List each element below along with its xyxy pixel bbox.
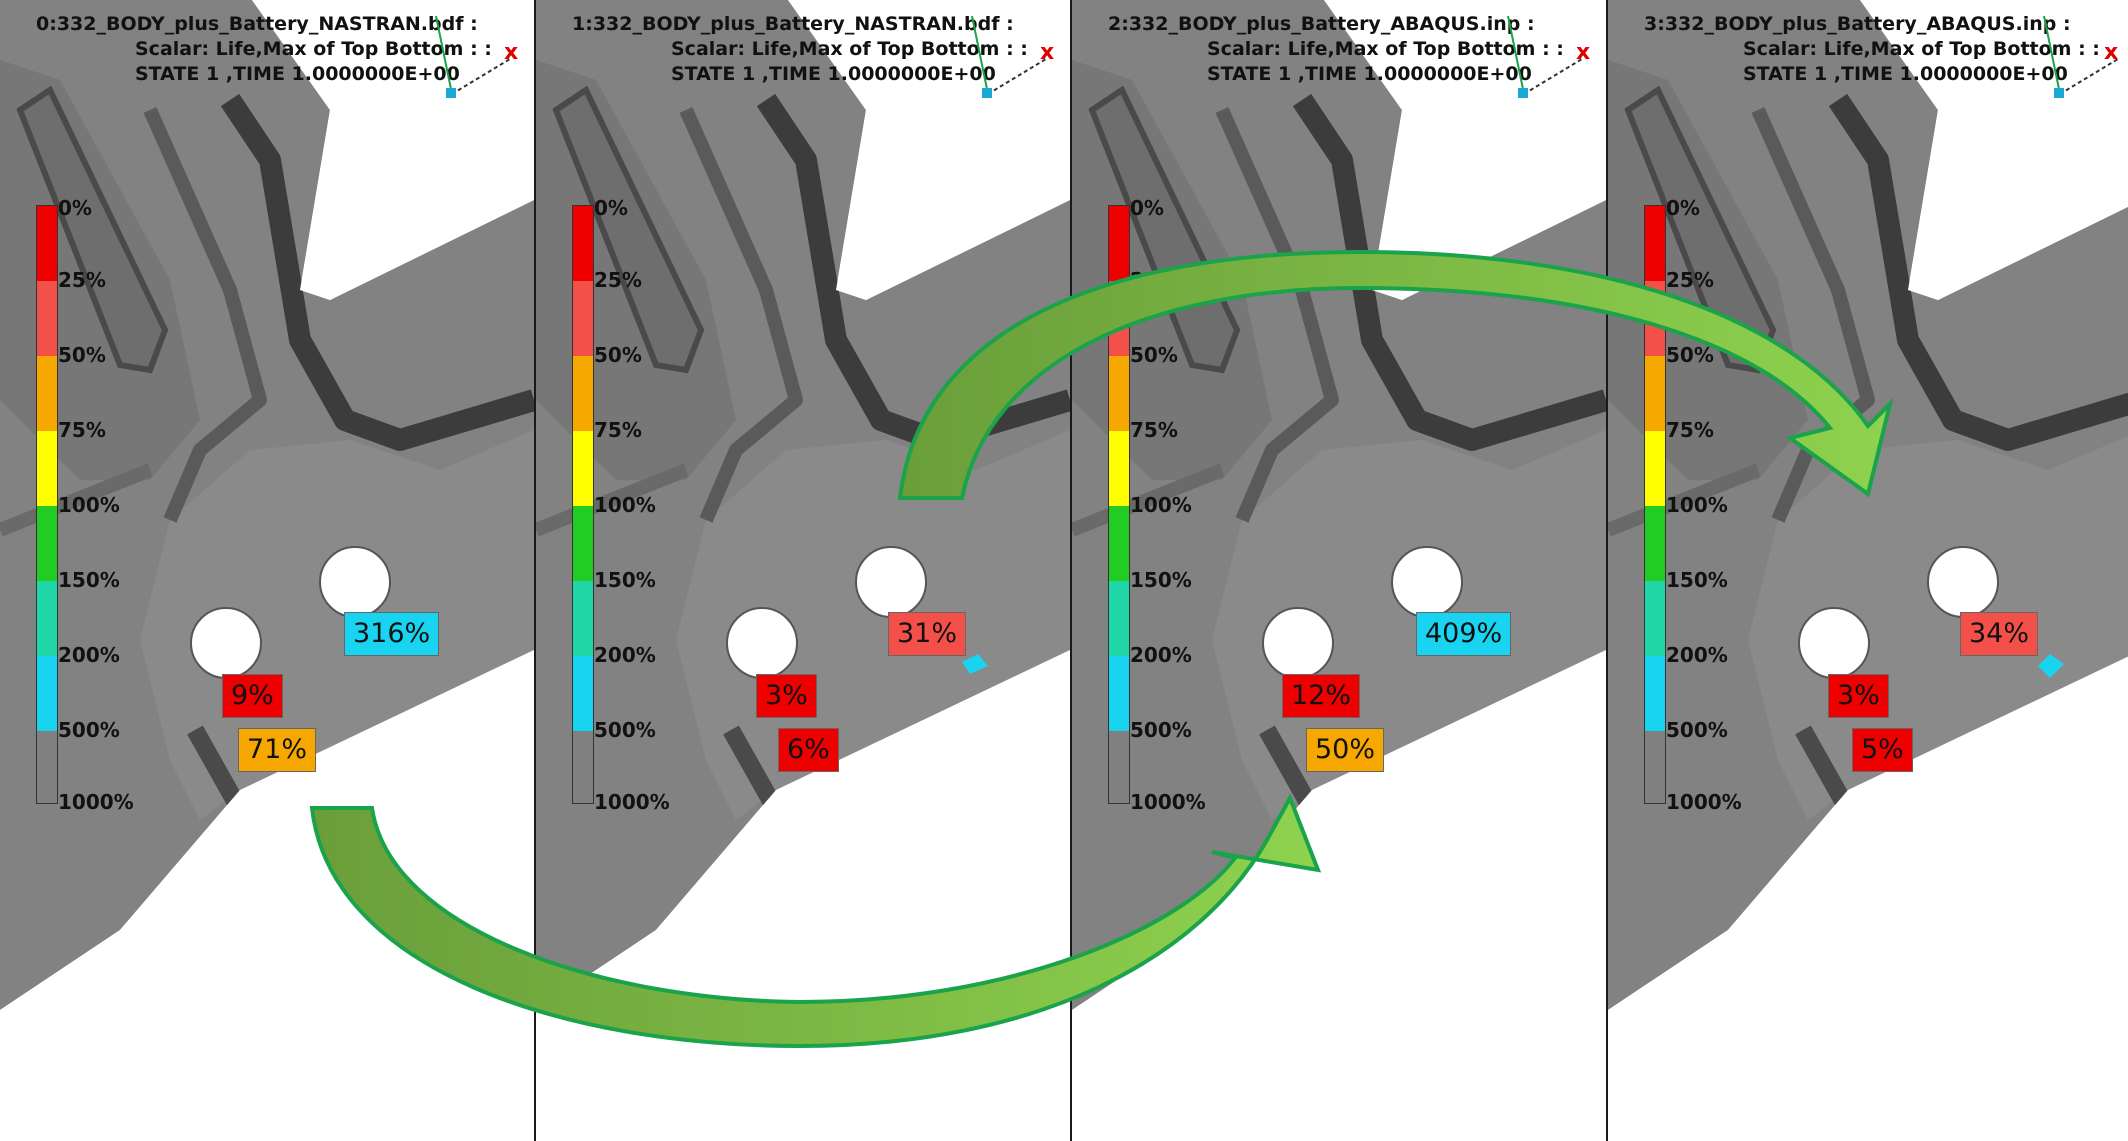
- axis-triad-icon: [971, 15, 1047, 98]
- viewport-title: 0:332_BODY_plus_Battery_NASTRAN.bdf :: [36, 13, 478, 35]
- legend-label: 100%: [1666, 493, 1728, 517]
- color-legend: [1644, 205, 1666, 804]
- life-value-tag[interactable]: 3%: [1828, 674, 1889, 718]
- close-icon[interactable]: x: [1040, 40, 1055, 65]
- legend-label: 25%: [594, 268, 642, 292]
- legend-label: 500%: [1666, 718, 1728, 742]
- viewport-3[interactable]: 3:332_BODY_plus_Battery_ABAQUS.inp : Sca…: [1608, 0, 2128, 1141]
- legend-label: 0%: [1666, 196, 1700, 220]
- state-label: STATE 1 ,TIME 1.0000000E+00: [671, 63, 996, 85]
- legend-label: 75%: [1666, 418, 1714, 442]
- legend-label: 0%: [594, 196, 628, 220]
- state-label: STATE 1 ,TIME 1.0000000E+00: [1743, 63, 2068, 85]
- viewport-0[interactable]: 0:332_BODY_plus_Battery_NASTRAN.bdf : Sc…: [0, 0, 534, 1141]
- life-value-tag[interactable]: 409%: [1416, 612, 1512, 656]
- legend-label: 50%: [58, 343, 106, 367]
- viewport-title: 2:332_BODY_plus_Battery_ABAQUS.inp :: [1108, 13, 1535, 35]
- legend-label: 100%: [58, 493, 120, 517]
- life-value-tag[interactable]: 71%: [238, 728, 317, 772]
- life-value-tag[interactable]: 6%: [778, 728, 839, 772]
- scalar-label: Scalar: Life,Max of Top Bottom : :: [1207, 38, 1564, 60]
- legend-label: 100%: [594, 493, 656, 517]
- life-value-tag[interactable]: 9%: [222, 674, 283, 718]
- viewport-title: 1:332_BODY_plus_Battery_NASTRAN.bdf :: [572, 13, 1014, 35]
- legend-label: 100%: [1130, 493, 1192, 517]
- life-value-tag[interactable]: 34%: [1960, 612, 2039, 656]
- life-value-tag[interactable]: 316%: [344, 612, 440, 656]
- legend-label: 75%: [58, 418, 106, 442]
- axis-triad-icon: [1507, 15, 1583, 98]
- color-legend: [36, 205, 58, 804]
- legend-label: 50%: [1130, 343, 1178, 367]
- hotspot-marker: [962, 654, 988, 674]
- viewport-divider: [534, 0, 536, 1141]
- scalar-label: Scalar: Life,Max of Top Bottom : :: [1743, 38, 2100, 60]
- close-icon[interactable]: x: [1576, 40, 1591, 65]
- close-icon[interactable]: x: [2104, 40, 2119, 65]
- legend-label: 75%: [594, 418, 642, 442]
- legend-label: 200%: [594, 643, 656, 667]
- axis-triad-icon: [2043, 15, 2119, 98]
- close-icon[interactable]: x: [504, 40, 519, 65]
- color-legend: [1108, 205, 1130, 804]
- state-label: STATE 1 ,TIME 1.0000000E+00: [1207, 63, 1532, 85]
- scalar-label: Scalar: Life,Max of Top Bottom : :: [135, 38, 492, 60]
- viewport-1[interactable]: 1:332_BODY_plus_Battery_NASTRAN.bdf : Sc…: [536, 0, 1070, 1141]
- color-legend: [572, 205, 594, 804]
- legend-label: 200%: [1666, 643, 1728, 667]
- legend-label: 1000%: [58, 790, 134, 814]
- legend-label: 1000%: [1666, 790, 1742, 814]
- legend-label: 200%: [58, 643, 120, 667]
- life-value-tag[interactable]: 3%: [756, 674, 817, 718]
- legend-label: 0%: [58, 196, 92, 220]
- life-value-tag[interactable]: 50%: [1306, 728, 1385, 772]
- legend-label: 500%: [58, 718, 120, 742]
- legend-label: 0%: [1130, 196, 1164, 220]
- hotspot-marker: [2038, 654, 2064, 678]
- legend-label: 200%: [1130, 643, 1192, 667]
- legend-label: 150%: [1666, 568, 1728, 592]
- legend-label: 500%: [594, 718, 656, 742]
- axis-triad-icon: [435, 15, 511, 98]
- legend-label: 150%: [594, 568, 656, 592]
- viewport-divider: [1606, 0, 1608, 1141]
- life-value-tag[interactable]: 31%: [888, 612, 967, 656]
- scalar-label: Scalar: Life,Max of Top Bottom : :: [671, 38, 1028, 60]
- legend-label: 50%: [594, 343, 642, 367]
- viewport-2[interactable]: 2:332_BODY_plus_Battery_ABAQUS.inp : Sca…: [1072, 0, 1606, 1141]
- legend-label: 25%: [58, 268, 106, 292]
- viewport-divider: [1070, 0, 1072, 1141]
- legend-label: 25%: [1666, 268, 1714, 292]
- legend-label: 75%: [1130, 418, 1178, 442]
- legend-label: 150%: [1130, 568, 1192, 592]
- legend-label: 50%: [1666, 343, 1714, 367]
- legend-label: 500%: [1130, 718, 1192, 742]
- state-label: STATE 1 ,TIME 1.0000000E+00: [135, 63, 460, 85]
- legend-label: 25%: [1130, 268, 1178, 292]
- legend-label: 1000%: [594, 790, 670, 814]
- legend-label: 150%: [58, 568, 120, 592]
- life-value-tag[interactable]: 5%: [1852, 728, 1913, 772]
- life-value-tag[interactable]: 12%: [1282, 674, 1361, 718]
- viewport-title: 3:332_BODY_plus_Battery_ABAQUS.inp :: [1644, 13, 2071, 35]
- legend-label: 1000%: [1130, 790, 1206, 814]
